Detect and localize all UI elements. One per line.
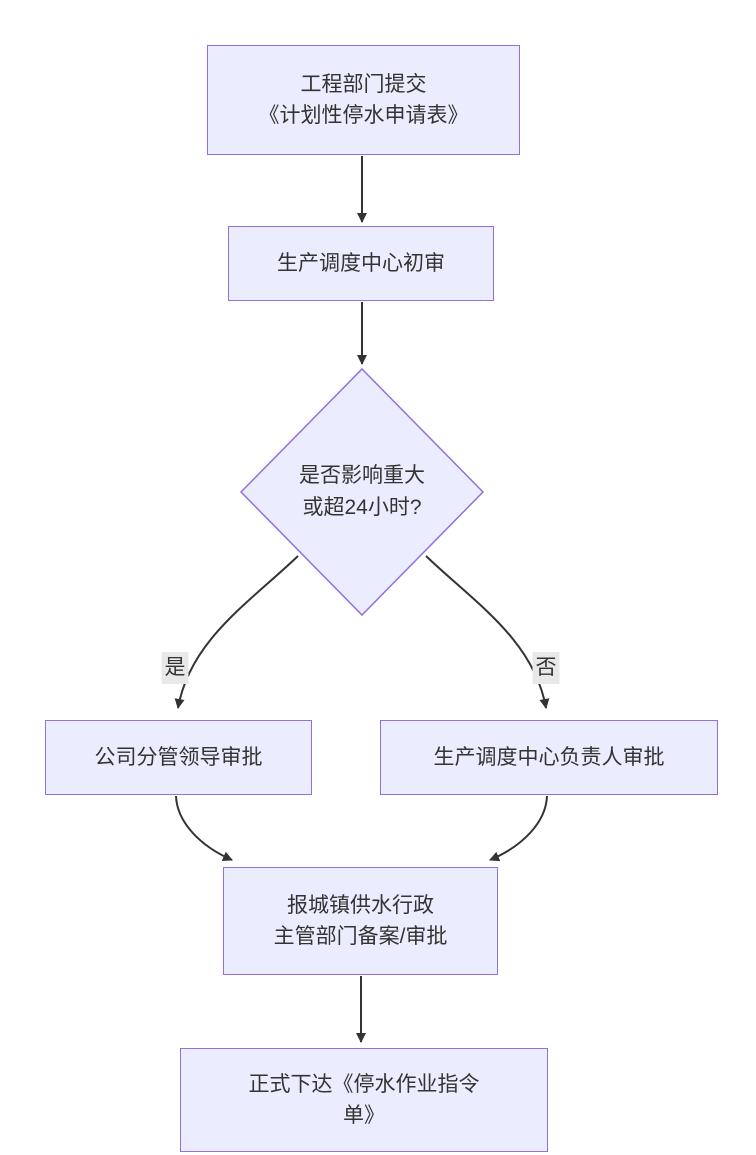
edge-leader-to-gov xyxy=(175,795,233,861)
node-issue-order: 正式下达《停水作业指令 单》 xyxy=(180,1048,548,1152)
edge-decision-to-dispatch xyxy=(425,555,550,709)
node-dispatch-head-approval: 生产调度中心负责人审批 xyxy=(380,720,718,795)
edge-label-no: 否 xyxy=(532,652,560,684)
edge-label-yes: 是 xyxy=(161,652,189,684)
node-leader-approval: 公司分管领导审批 xyxy=(45,720,312,795)
node-submit-application: 工程部门提交 《计划性停水申请表》 xyxy=(207,45,520,155)
node-initial-review: 生产调度中心初审 xyxy=(228,226,494,301)
node-decision-label: 是否影响重大 或超24小时? xyxy=(299,464,425,519)
edge-decision-to-leader xyxy=(174,555,299,709)
decision-diamond-shape xyxy=(239,367,485,617)
edge-dispatch-to-gov xyxy=(489,795,548,862)
node-gov-filing: 报城镇供水行政 主管部门备案/审批 xyxy=(223,867,498,975)
